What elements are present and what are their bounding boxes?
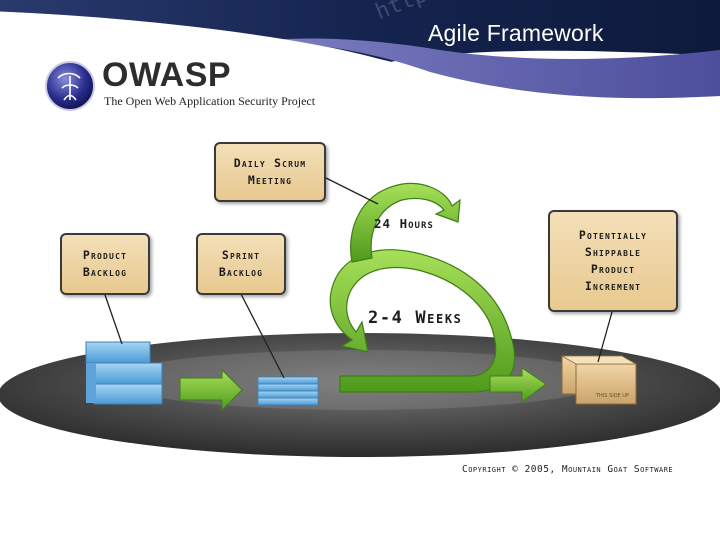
sprint-backlog-text: Sprint Backlog [218, 248, 264, 279]
daily-scrum-text: Daily Scrum Meeting [233, 156, 307, 187]
product-backlog-text: Product Backlog [82, 248, 128, 279]
arrow-to-sprint-icon [179, 368, 243, 412]
outer-loop-label: 2-4 Weeks [368, 308, 463, 328]
crate-stamp: THIS SIDE UP [596, 393, 629, 399]
slide-title: Agile Framework [428, 20, 604, 46]
sprint-loop-arrow-icon [329, 249, 516, 393]
copyright-notice: Copyright © 2005, Mountain Goat Software [462, 464, 674, 475]
sprint-backlog-stack [257, 376, 319, 406]
shippable-increment-text: Potentially Shippable Product Increment [578, 228, 648, 293]
shippable-crates [560, 355, 638, 405]
product-backlog-label: Product Backlog [60, 233, 150, 295]
owasp-logo-tagline: The Open Web Application Security Projec… [104, 94, 316, 108]
pointer-line-product-backlog [103, 291, 123, 345]
owasp-logo-text: OWASP [102, 56, 232, 94]
daily-loop-arrow-icon [350, 182, 461, 263]
pointer-line-daily-scrum [325, 177, 379, 205]
pointer-line-sprint-backlog [239, 291, 285, 379]
inner-loop-label: 24 Hours [374, 216, 434, 231]
product-backlog-stack [85, 341, 163, 405]
owasp-logo-icon [45, 61, 95, 111]
release-arrow-icon [489, 367, 547, 403]
daily-scrum-label: Daily Scrum Meeting [214, 142, 326, 202]
pointer-line-shippable [597, 311, 613, 363]
floor-ellipse [0, 333, 720, 457]
header-banner [0, 0, 720, 110]
owasp-logo: OWASP The Open Web Application Security … [44, 56, 344, 116]
shippable-increment-label: Potentially Shippable Product Increment [548, 210, 678, 312]
sprint-backlog-label: Sprint Backlog [196, 233, 286, 295]
